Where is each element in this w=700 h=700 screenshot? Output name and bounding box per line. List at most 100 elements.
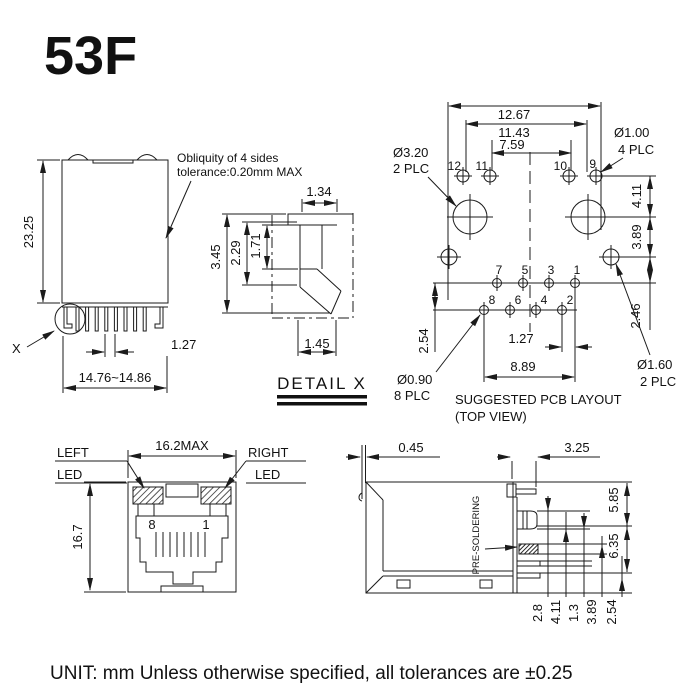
presolder-area — [518, 543, 539, 555]
pin-label-6: 6 — [515, 293, 522, 307]
connector-body — [61, 159, 169, 304]
hole-d-plc: 2 PLC — [640, 374, 676, 389]
pcb-caption-1: SUGGESTED PCB LAYOUT — [455, 392, 622, 407]
dim-pcb-rowpitch: 2.54 — [416, 328, 431, 353]
dim-body-height: 23.25 — [21, 216, 36, 249]
hole-b-leader — [600, 157, 624, 173]
hole-d-leader — [615, 263, 651, 356]
holes-top-row — [454, 167, 605, 185]
solder-pins — [517, 560, 541, 579]
dim-bottom-5: 2.54 — [604, 599, 619, 624]
left-led-leader — [126, 460, 145, 489]
shield-bar — [287, 213, 353, 226]
right-step-box — [209, 503, 227, 517]
detail-x-leader — [26, 330, 55, 348]
left-led-label-2: LED — [57, 467, 82, 482]
pin-sides — [299, 225, 323, 287]
contact-prong — [517, 510, 538, 530]
bevel-edge — [365, 575, 384, 594]
obliquity-note-2: tolerance:0.20mm MAX — [177, 165, 302, 179]
dim-pcb-pinpitch: 1.27 — [508, 331, 533, 346]
contacts — [155, 532, 206, 557]
hole-label-9: 9 — [589, 157, 596, 171]
pins — [75, 307, 147, 332]
pin-label-1: 1 — [574, 263, 581, 277]
front-pin8-label: 8 — [148, 517, 155, 532]
left-led-label-1: LEFT — [57, 445, 89, 460]
hole-d-diameter: Ø1.60 — [637, 357, 672, 372]
dim-detail-bottom: 1.45 — [304, 336, 329, 351]
dim-detail-top: 1.34 — [306, 184, 331, 199]
dim-latch: 3.25 — [564, 440, 589, 455]
front-body — [127, 481, 237, 593]
dim-bottom-1: 2.8 — [530, 604, 545, 622]
latch-pin — [516, 488, 537, 495]
dim-pcb-w1: 12.67 — [498, 107, 531, 122]
detail-title-underline-2 — [277, 402, 367, 406]
unit-note: UNIT: mm Unless otherwise specified, all… — [50, 663, 573, 684]
dim-pcb-span: 8.89 — [510, 359, 535, 374]
left-step-box — [137, 503, 155, 517]
hole-label-12: 12 — [448, 159, 462, 173]
dim-front-height: 16.7 — [70, 524, 85, 549]
dim-bottom-2: 4.11 — [548, 600, 563, 624]
front-pin1-label: 1 — [202, 517, 209, 532]
right-led-label-2: LED — [255, 467, 280, 482]
presolder-leader — [484, 544, 518, 551]
dim-side-r2: 6.35 — [606, 533, 621, 558]
latch — [506, 483, 517, 498]
jack-opening — [135, 515, 229, 585]
hole-c-plc: 8 PLC — [394, 388, 430, 403]
detail-x-circle — [54, 303, 86, 335]
left-led-window — [132, 486, 164, 505]
dim-pcb-r2: 3.89 — [629, 224, 644, 249]
pin-label-8: 8 — [489, 293, 496, 307]
pcb-layout-view — [427, 102, 656, 382]
dim-detail-total: 3.45 — [208, 244, 223, 269]
detail-x-label: X — [12, 341, 21, 356]
dim-side-r1: 5.85 — [606, 487, 621, 512]
hole-label-11: 11 — [476, 159, 489, 173]
pin-label-7: 7 — [496, 263, 503, 277]
top-center-tab — [165, 483, 199, 498]
side-view-right — [346, 445, 632, 597]
hole-b-diameter: Ø1.00 — [614, 125, 649, 140]
shield-notch — [92, 160, 134, 164]
hole-c-leader — [435, 314, 481, 373]
dim-front-width: 16.2MAX — [155, 438, 209, 453]
hole-a-leader — [427, 176, 457, 207]
mounting-holes-medium — [437, 245, 623, 269]
pin-label-5: 5 — [522, 263, 529, 277]
dim-detail-inner: 1.71 — [248, 233, 263, 258]
dim-flange: 0.45 — [398, 440, 423, 455]
pin-holes-row2 — [479, 302, 567, 318]
dim-pcb-w2: 11.43 — [498, 125, 530, 140]
flange-hook — [358, 492, 363, 502]
presolder-label: PRE-SOLDERING — [471, 496, 482, 575]
front-view — [55, 450, 306, 593]
shield-bumps — [67, 154, 158, 161]
corner-pin-left — [63, 307, 73, 329]
dim-pin-pitch: 1.27 — [171, 337, 196, 352]
dim-body-width: 14.76~14.86 — [79, 370, 152, 385]
hole-c-diameter: Ø0.90 — [397, 372, 432, 387]
dim-bottom-3: 1.3 — [566, 604, 581, 622]
obliquity-note-1: Obliquity of 4 sides — [177, 151, 278, 165]
bottom-slot — [396, 579, 411, 589]
detail-x-view — [222, 199, 354, 356]
bevel-edge — [365, 481, 384, 501]
pin-label-4: 4 — [541, 293, 548, 307]
pin-label-3: 3 — [548, 263, 555, 277]
hole-a-plc: 2 PLC — [393, 161, 429, 176]
dim-pcb-w3: 7.59 — [499, 137, 524, 152]
right-led-label-1: RIGHT — [248, 445, 289, 460]
pin-foot — [299, 268, 342, 315]
detail-title-underline-1 — [277, 395, 367, 399]
hole-label-10: 10 — [554, 159, 568, 173]
bottom-slot — [479, 579, 493, 589]
detail-boundary — [271, 213, 354, 319]
hole-a-diameter: Ø3.20 — [393, 145, 428, 160]
pcb-caption-2: (TOP VIEW) — [455, 409, 527, 424]
